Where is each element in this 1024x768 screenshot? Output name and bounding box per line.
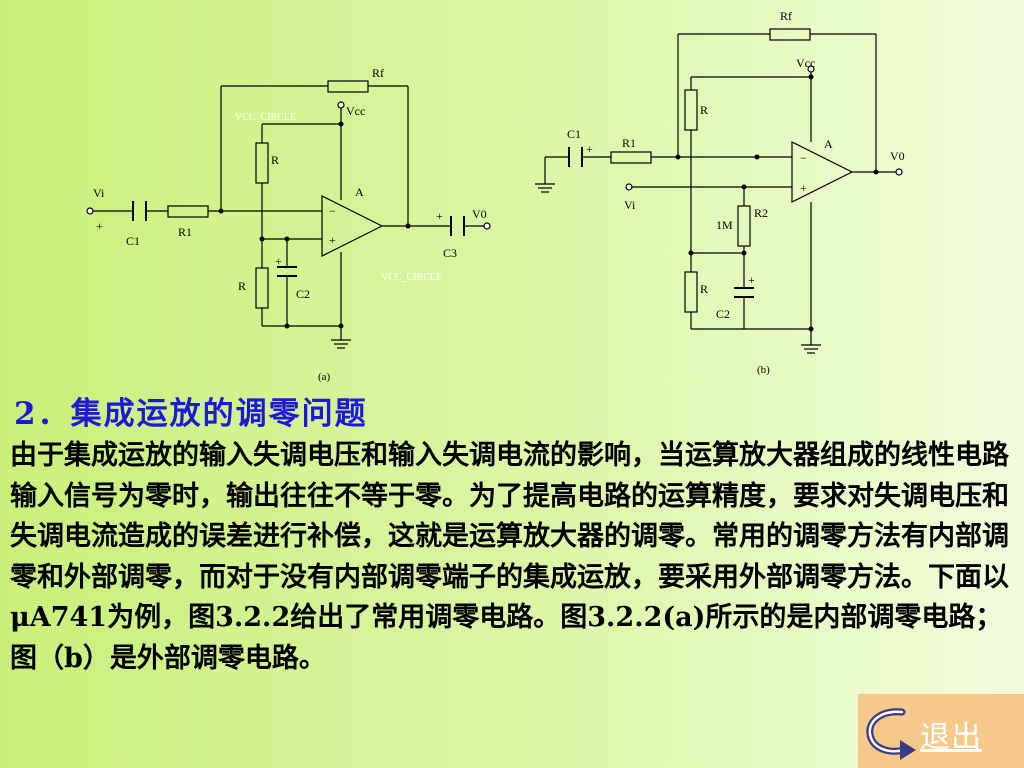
figure-a-resistors [167,80,369,309]
fig-a-label-vcc-circle-2: VCC_CIRCLE [381,272,442,283]
fig-b-label-r2-value: 1M [716,218,733,232]
fig-a-label-v0: V0 [472,207,487,221]
fig-a-label-minus: − [329,204,336,218]
fig-a-label-plus-c2: + [275,254,282,268]
fig-b-label-c1: C1 [567,127,581,141]
figure-b-op-amp [791,141,854,203]
fig-b-label-vcc: Vcc [796,56,815,70]
fig-a-label-rf: Rf [372,66,384,80]
figure-b-wires [544,33,896,345]
figure-a-op-amp [321,195,384,257]
fig-a-label-c2: C2 [296,287,310,301]
fig-b-label-plus-c1: + [586,142,593,156]
fig-b-label-minus: − [800,151,807,165]
figure-a-capacitors [132,201,465,277]
fig-a-label-c1: C1 [126,234,140,248]
fig-b-label-c2: C2 [716,307,730,321]
return-arrow-icon [866,708,916,760]
fig-a-label-vcc: Vcc [346,104,365,118]
section-heading: 2．集成运放的调零问题 [14,396,368,432]
fig-b-label-v0: V0 [890,149,905,163]
fig-a-label-a: A [355,185,364,199]
fig-a-label-c3: C3 [443,246,457,260]
figure-a-terminals [86,101,491,230]
fig-a-label-plus-in: + [96,219,103,233]
body-paragraph: 由于集成运放的输入失调电压和输入失调电流的影响，当运算放大器组成的线性电路输入信… [10,440,1009,674]
fig-a-label-vcc-circle: VCC_CIRCLE [235,112,296,123]
figure-a-wires [93,85,484,340]
fig-a-caption: (a) [318,371,331,383]
exit-button[interactable]: 退出 [858,694,1024,768]
figure-b-ground [535,183,821,354]
fig-b-label-vi: Vi [624,198,636,212]
fig-a-label-plus: + [329,233,336,247]
fig-b-label-a: A [824,137,833,151]
fig-b-label-r1: R1 [622,136,636,150]
fig-a-label-r1: R1 [178,225,192,239]
figure-b-resistors [610,28,811,313]
figure-a-ground [331,339,351,349]
fig-a-label-r-bottom: R [238,279,246,293]
fig-a-label-vi: Vi [93,186,105,200]
fig-a-label-plus-out: + [436,209,443,223]
fig-b-label-rf: Rf [780,9,792,23]
fig-b-label-r2: R2 [754,206,768,220]
fig-b-label-r-bottom: R [700,282,708,296]
exit-label: 退出 [920,720,982,755]
figure-b-terminals [625,65,903,191]
fig-a-label-r-top: R [271,153,279,167]
fig-b-label-plus: + [800,181,807,195]
fig-b-label-r-top: R [700,103,708,117]
fig-b-label-plus-c2: + [748,273,755,287]
junction-dots [218,74,879,332]
figure-b-capacitors [568,147,754,298]
circuit-diagrams: Rf Vcc VCC_CIRCLE R Vi + C1 R1 A − + + V… [86,9,905,383]
fig-b-caption: (b) [757,364,770,376]
